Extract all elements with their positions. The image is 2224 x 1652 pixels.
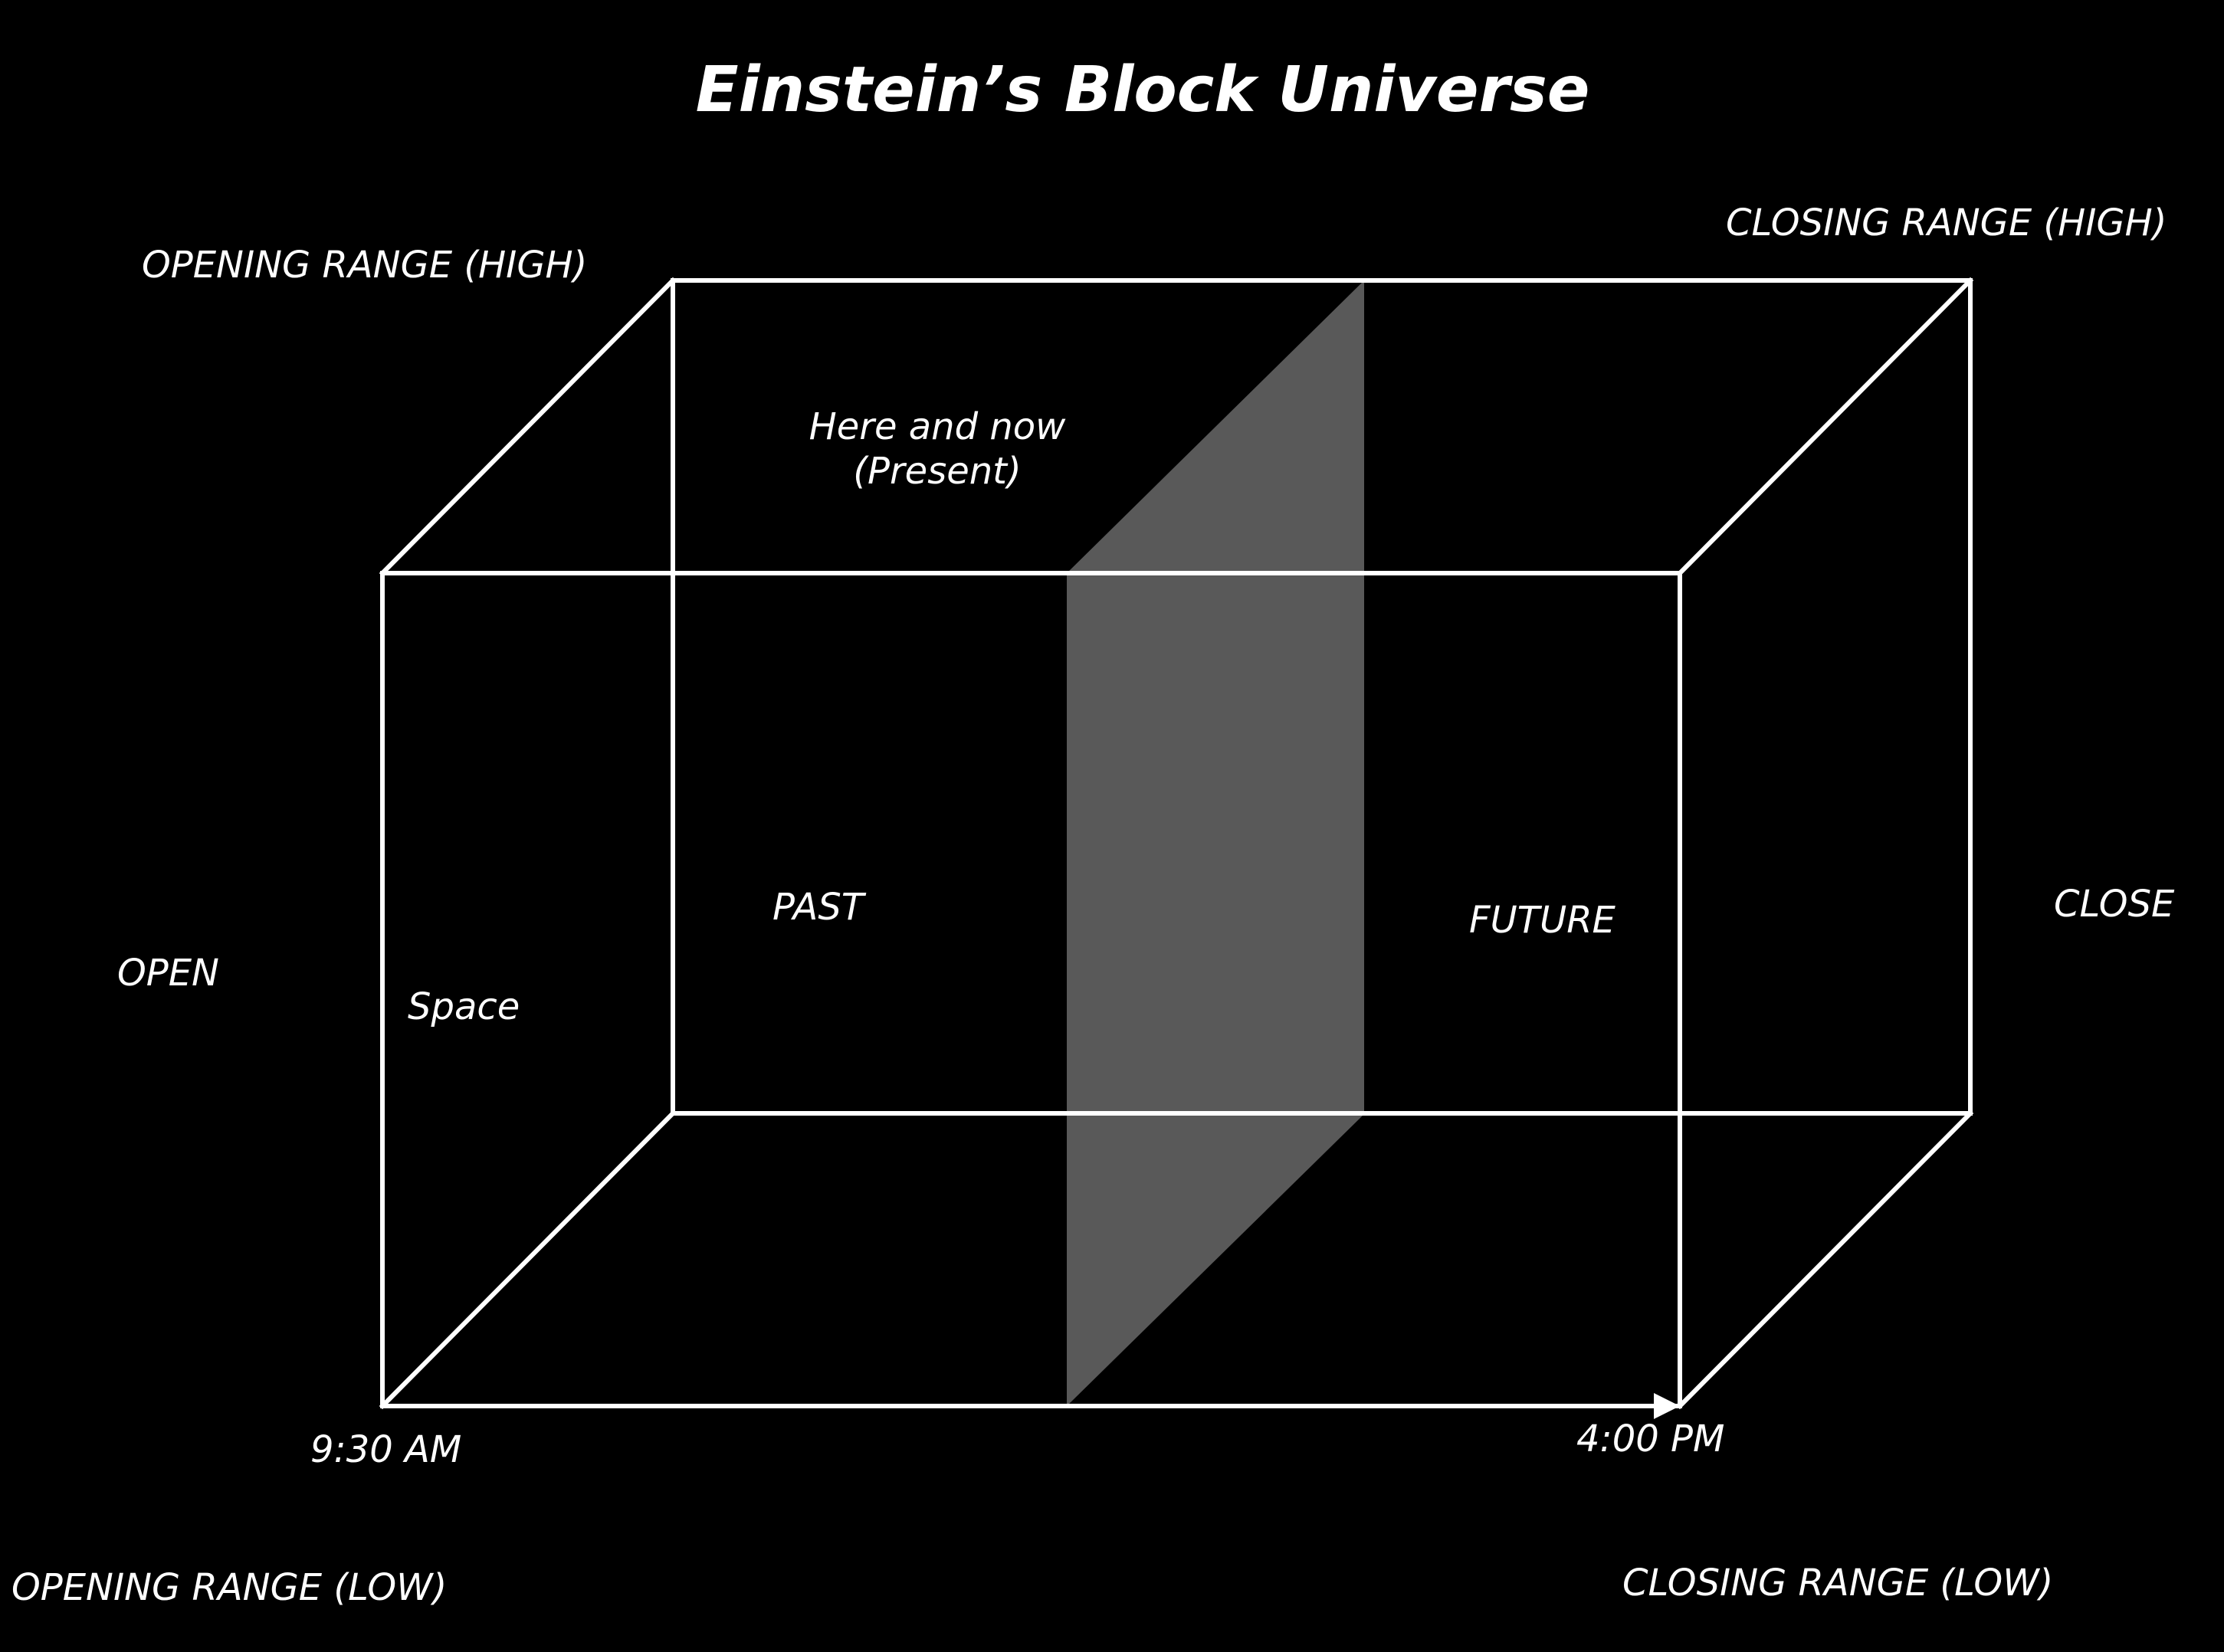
diagram-title: Einstein’s Block Universe (696, 54, 1590, 126)
label-present: (Present) (853, 450, 1021, 493)
label-space: Space (408, 985, 520, 1028)
label-future: FUTURE (1469, 899, 1616, 942)
label-opening-range-low: OPENING RANGE (LOW) (11, 1566, 447, 1609)
edge-bottom-left (379, 1110, 677, 1410)
front-face (380, 571, 1682, 1408)
label-end-time: 4:00 PM (1576, 1418, 1724, 1460)
label-past: PAST (772, 886, 867, 929)
label-closing-range-low: CLOSING RANGE (LOW) (1622, 1562, 2053, 1604)
label-here-and-now: Here and now (809, 405, 1067, 448)
edge-bottom-right (1676, 1110, 1974, 1410)
label-start-time: 9:30 AM (310, 1428, 461, 1471)
time-arrow-head (1654, 1393, 1680, 1419)
label-open: OPEN (117, 952, 219, 995)
label-close: CLOSE (2054, 883, 2175, 926)
present-slice (1067, 280, 1364, 1406)
back-face (671, 278, 1973, 1116)
edge-top-left (379, 277, 677, 577)
edge-top-right (1676, 277, 1974, 577)
label-closing-range-high: CLOSING RANGE (HIGH) (1726, 202, 2167, 244)
label-opening-range-high: OPENING RANGE (HIGH) (142, 244, 587, 287)
